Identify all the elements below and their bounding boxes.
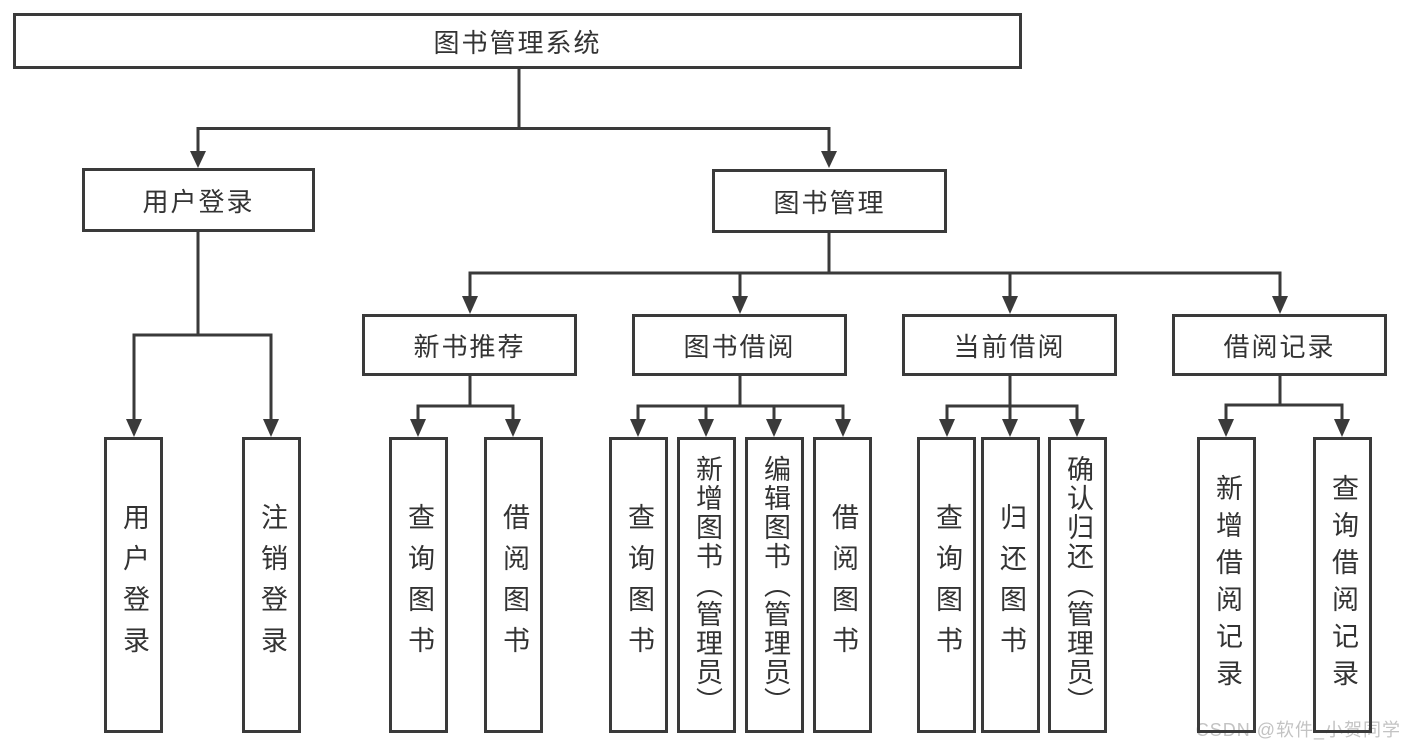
arrow-down-icon — [410, 419, 426, 437]
node-label: 查询借阅记录 — [1328, 474, 1358, 696]
node-new-book-recommend: 新书推荐 — [362, 314, 577, 376]
node-label: 借阅记录 — [1223, 331, 1336, 362]
arrow-down-icon — [698, 419, 714, 437]
node-label: 借阅图书 — [828, 503, 858, 667]
leaf-borrow-add-books-admin: 新增图书（管理员） — [677, 437, 736, 733]
leaf-borrow-edit-books-admin: 编辑图书（管理员） — [745, 437, 804, 733]
node-label: 新增借阅记录 — [1212, 474, 1242, 696]
leaf-borrow-borrow-books: 借阅图书 — [813, 437, 872, 733]
node-label: 查询图书 — [932, 503, 962, 667]
connector-new-books-group — [416, 374, 515, 420]
node-label: 新书推荐 — [413, 331, 526, 362]
leaf-records-add-borrow-record: 新增借阅记录 — [1197, 437, 1256, 733]
arrow-down-icon — [835, 419, 851, 437]
node-label: 图书管理系统 — [433, 27, 602, 58]
arrow-down-icon — [1002, 419, 1018, 437]
node-label: 用户登录 — [142, 186, 255, 217]
leaf-logout-login: 注销登录 — [242, 437, 301, 733]
leaf-user-login: 用户登录 — [104, 437, 163, 733]
connector-root-to-level2 — [196, 66, 831, 152]
leaf-newbooks-query-books: 查询图书 — [389, 437, 448, 733]
node-label: 注销登录 — [257, 503, 287, 667]
leaf-current-return-books: 归还图书 — [981, 437, 1040, 733]
leaf-current-confirm-return-admin: 确认归还（管理员） — [1048, 437, 1107, 733]
arrow-down-icon — [821, 151, 837, 168]
connector-borrow-records-group — [1224, 374, 1344, 420]
node-current-borrow: 当前借阅 — [902, 314, 1117, 376]
node-label: 借阅图书 — [499, 503, 529, 667]
arrow-down-icon — [505, 419, 521, 437]
arrow-down-icon — [1002, 296, 1018, 314]
node-root-system: 图书管理系统 — [13, 13, 1022, 69]
node-label: 查询图书 — [624, 503, 654, 667]
node-label: 确认归还（管理员） — [1063, 454, 1093, 716]
arrow-down-icon — [1272, 296, 1288, 314]
node-book-management: 图书管理 — [712, 169, 947, 233]
node-label: 归还图书 — [996, 503, 1026, 667]
connector-current-borrow-group — [945, 374, 1079, 420]
node-borrow-records: 借阅记录 — [1172, 314, 1387, 376]
arrow-down-icon — [1069, 419, 1085, 437]
connector-book-borrow-group — [636, 374, 845, 420]
csdn-watermark: CSDN @软件_小贺同学 — [1195, 720, 1401, 740]
arrowheads — [126, 151, 1350, 437]
leaf-current-query-books: 查询图书 — [917, 437, 976, 733]
connector-book-mgmt-to-level3 — [468, 230, 1282, 297]
connector-user-login-group — [132, 230, 273, 420]
node-label: 图书管理 — [773, 187, 886, 218]
arrow-down-icon — [190, 151, 206, 168]
arrow-down-icon — [1334, 419, 1350, 437]
node-label: 编辑图书（管理员） — [760, 454, 790, 716]
leaf-newbooks-borrow-books: 借阅图书 — [484, 437, 543, 733]
arrow-down-icon — [1218, 419, 1234, 437]
leaf-records-query-borrow-record: 查询借阅记录 — [1313, 437, 1372, 733]
arrow-down-icon — [939, 419, 955, 437]
node-label: 查询图书 — [404, 503, 434, 667]
node-user-login: 用户登录 — [82, 168, 315, 232]
node-label: 用户登录 — [119, 503, 149, 667]
node-label: 当前借阅 — [953, 331, 1066, 362]
arrow-down-icon — [263, 419, 279, 437]
node-book-borrow: 图书借阅 — [632, 314, 847, 376]
arrow-down-icon — [630, 419, 646, 437]
arrow-down-icon — [732, 296, 748, 314]
arrow-down-icon — [462, 296, 478, 314]
arrow-down-icon — [126, 419, 142, 437]
node-label: 新增图书（管理员） — [692, 454, 722, 716]
node-label: 图书借阅 — [683, 331, 796, 362]
arrow-down-icon — [766, 419, 782, 437]
leaf-borrow-query-books: 查询图书 — [609, 437, 668, 733]
